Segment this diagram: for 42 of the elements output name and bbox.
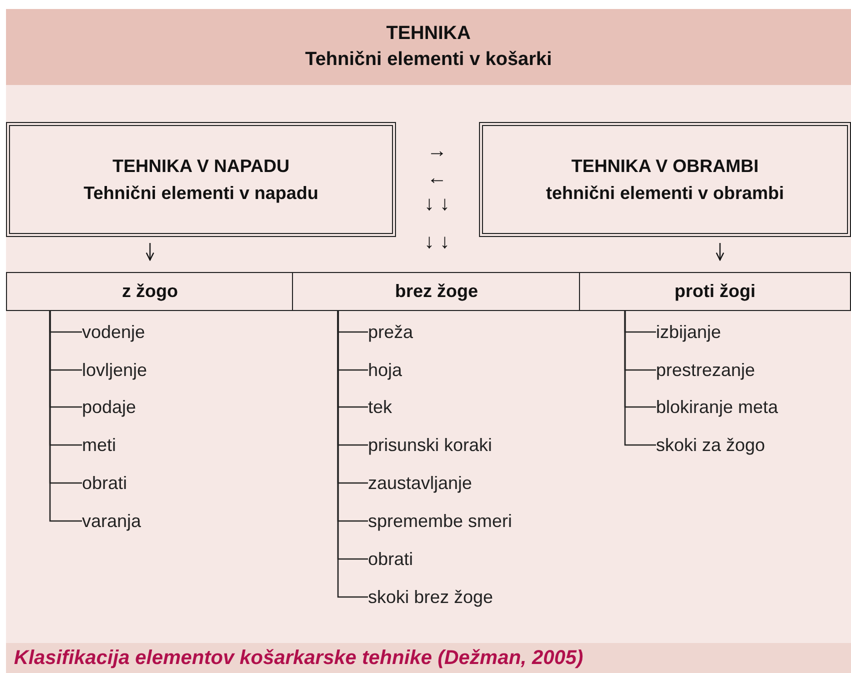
list-item-text: spremembe smeri [368, 510, 512, 532]
heading-text: TEHNIKA V NAPADU [112, 154, 290, 178]
category-box [6, 122, 396, 237]
category-box [479, 122, 851, 237]
group-header-cell [579, 272, 851, 311]
caption-text: Klasifikacija elementov košarkarske tehnike (Dežman, 2005) [6, 643, 851, 673]
heading-text: TEHNIKA V OBRAMBI [571, 154, 759, 178]
arrow-glyph: ↓ ↓ [423, 231, 451, 254]
list-item-text: skoki za žogo [656, 434, 766, 456]
list-item-text: meti [82, 434, 116, 456]
list-item-text: podaje [82, 396, 136, 418]
list-item-text: skoki brez žoge [368, 586, 494, 608]
group-label: proti žogi [674, 281, 756, 302]
list-item-text: blokiranje meta [656, 396, 778, 418]
group-header-cell [6, 272, 294, 311]
arrow [146, 243, 154, 261]
list-item-text: izbijanje [656, 321, 722, 343]
arrow-glyph: ↓ ↓ [423, 193, 451, 216]
arrow [716, 243, 724, 261]
list-item-text: obrati [368, 548, 414, 570]
list-item-text: tek [368, 396, 392, 418]
list-item-text: lovljenje [82, 359, 148, 381]
list-item-text: hoja [368, 359, 402, 381]
tree-connector [49, 311, 82, 522]
list-item-text: vodenje [82, 321, 146, 343]
list-item-text: obrati [82, 472, 128, 494]
group-header-cell [292, 272, 581, 311]
group-label: brez žoge [394, 281, 478, 302]
arrow-glyph: ← [426, 167, 448, 190]
list-item-text: prestrezanje [656, 359, 756, 381]
subtitle-text: tehnični elementi v obrambi [546, 182, 784, 204]
group-label: z žogo [122, 281, 178, 302]
list-item-text: preža [368, 321, 414, 343]
arrow-glyph: → [426, 140, 448, 163]
title-text: TEHNIKA [386, 22, 471, 46]
list-item-text: prisunski koraki [368, 434, 492, 456]
list-item-text: varanja [82, 510, 142, 532]
tree-connector [624, 311, 656, 446]
list-item-text: zaustavljanje [368, 472, 472, 494]
header-band [6, 9, 851, 85]
subtitle-text: Tehnični elementi v košarki [305, 48, 552, 72]
subtitle-text: Tehnični elementi v napadu [84, 182, 318, 205]
